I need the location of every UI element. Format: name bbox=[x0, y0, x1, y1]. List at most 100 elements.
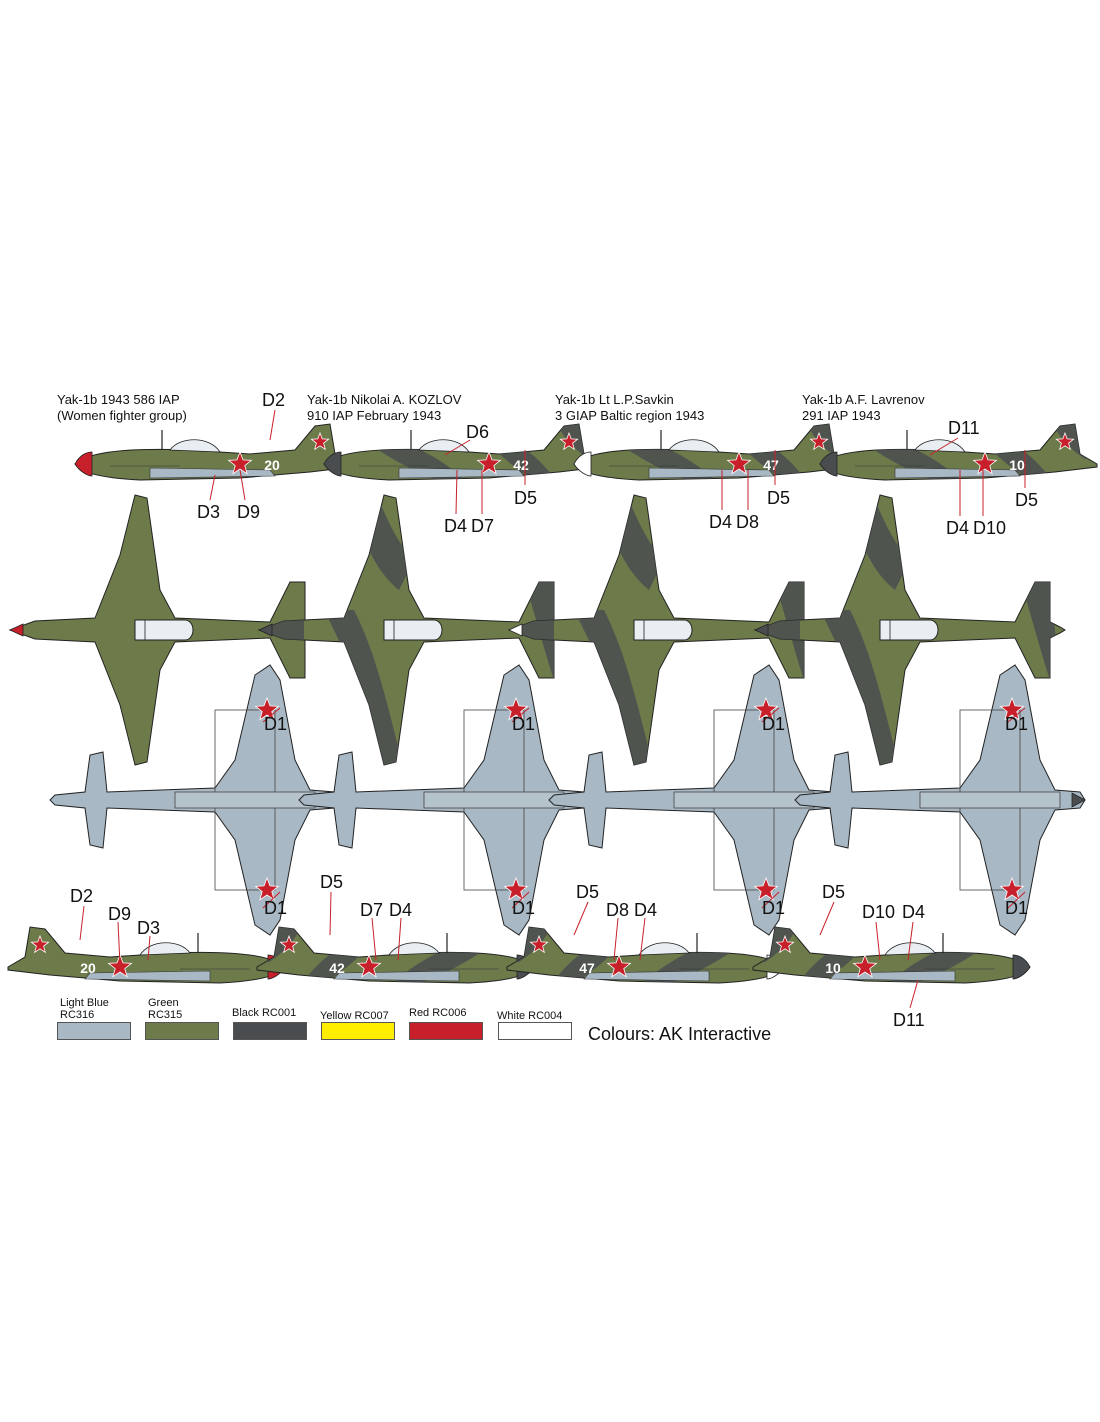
tactical-number: 42 bbox=[513, 457, 529, 473]
legend-swatch-white bbox=[498, 1022, 572, 1040]
callout-d11: D11 bbox=[893, 1010, 925, 1030]
callout-d7: D7 bbox=[471, 516, 495, 536]
wing-underside bbox=[648, 467, 775, 479]
wing-underside bbox=[894, 467, 1021, 479]
spinner bbox=[74, 451, 93, 477]
tactical-number: 42 bbox=[329, 960, 345, 976]
red-star-icon bbox=[775, 934, 795, 954]
red-star-icon bbox=[503, 696, 529, 721]
spinner bbox=[1071, 792, 1086, 808]
red-star-icon bbox=[809, 431, 829, 451]
leader-line bbox=[907, 921, 914, 961]
canopy bbox=[633, 619, 693, 641]
paint-credit: Colours: AK Interactive bbox=[588, 1024, 772, 1044]
tactical-number: 10 bbox=[825, 960, 841, 976]
callout-d2: D2 bbox=[262, 390, 286, 410]
leader-line bbox=[79, 905, 85, 941]
red-star-icon bbox=[503, 876, 529, 901]
underside-view bbox=[298, 664, 590, 936]
callout-d9: D9 bbox=[237, 502, 261, 522]
legend-label-white: White RC004 bbox=[497, 1010, 563, 1022]
wing-underside bbox=[333, 970, 460, 982]
callout-d10: D10 bbox=[973, 518, 1007, 538]
camo-patch bbox=[1020, 580, 1060, 680]
wing-underside bbox=[398, 467, 525, 479]
callout-d3: D3 bbox=[197, 502, 221, 522]
side-profile: 47 bbox=[506, 926, 785, 984]
callout-d5: D5 bbox=[320, 872, 344, 892]
fuselage-underside bbox=[423, 791, 565, 809]
leader-line bbox=[269, 409, 276, 441]
spinner bbox=[754, 623, 769, 637]
leader-line bbox=[371, 917, 377, 961]
callout-d3: D3 bbox=[137, 918, 161, 938]
leader-line bbox=[573, 901, 589, 936]
wing-underside bbox=[583, 970, 710, 982]
canopy bbox=[169, 439, 221, 453]
canopy bbox=[668, 439, 720, 453]
side-profile: 10 bbox=[752, 926, 1031, 984]
side-profile: 20 bbox=[7, 926, 286, 984]
side-profile: 20 bbox=[74, 423, 353, 481]
leader-line bbox=[262, 891, 281, 909]
side-profile: 42 bbox=[256, 926, 535, 984]
callout-d8: D8 bbox=[736, 512, 760, 532]
callout-d4: D4 bbox=[902, 902, 926, 922]
leader-line bbox=[929, 437, 959, 456]
leader-line bbox=[511, 707, 530, 723]
leader-line bbox=[117, 921, 121, 966]
canopy bbox=[383, 619, 443, 641]
spinner bbox=[258, 623, 273, 637]
red-star-icon bbox=[279, 934, 299, 954]
callout-d8: D8 bbox=[606, 900, 630, 920]
canopy bbox=[638, 942, 690, 956]
wing-underside bbox=[149, 467, 276, 479]
wing-underside bbox=[829, 970, 956, 982]
red-star-icon bbox=[726, 450, 752, 475]
legend-label-red: Red RC006 bbox=[409, 1007, 467, 1019]
aircraft-1-title: Yak-1b 1943 586 IAP(Women fighter group) bbox=[57, 392, 187, 423]
callout-d6: D6 bbox=[466, 422, 490, 442]
canopy bbox=[139, 942, 191, 956]
leader-line bbox=[239, 469, 246, 501]
callout-d1: D1 bbox=[762, 714, 786, 734]
red-star-icon bbox=[30, 934, 50, 954]
canopy bbox=[418, 439, 470, 453]
leader-line bbox=[444, 439, 471, 456]
red-star-icon bbox=[310, 431, 330, 451]
callout-d7: D7 bbox=[360, 900, 384, 920]
leader-line bbox=[511, 891, 530, 909]
legend-swatch-red bbox=[409, 1022, 483, 1040]
callout-d9: D9 bbox=[108, 904, 132, 924]
fuselage-underside bbox=[174, 791, 316, 809]
red-star-icon bbox=[529, 934, 549, 954]
canopy bbox=[134, 619, 194, 641]
leader-line bbox=[875, 921, 881, 961]
red-star-icon bbox=[999, 696, 1025, 721]
spinner bbox=[1012, 954, 1031, 980]
fuselage-underside bbox=[919, 791, 1061, 809]
callout-d4: D4 bbox=[634, 900, 658, 920]
callout-d1: D1 bbox=[1005, 714, 1029, 734]
leader-line bbox=[397, 917, 402, 961]
spinner bbox=[819, 451, 838, 477]
leader-line bbox=[639, 917, 646, 961]
callout-d5: D5 bbox=[576, 882, 600, 902]
tactical-number: 10 bbox=[1009, 457, 1025, 473]
red-star-icon bbox=[852, 953, 878, 978]
callout-d1: D1 bbox=[1005, 898, 1029, 918]
callout-d1: D1 bbox=[264, 714, 288, 734]
callout-d5: D5 bbox=[1015, 490, 1039, 510]
wing-underside bbox=[84, 970, 211, 982]
side-profile: 42 bbox=[323, 423, 602, 481]
callout-d4: D4 bbox=[444, 516, 468, 536]
leader-line bbox=[1007, 707, 1026, 723]
callout-d1: D1 bbox=[264, 898, 288, 918]
camo-patch bbox=[414, 660, 474, 765]
red-star-icon bbox=[753, 696, 779, 721]
